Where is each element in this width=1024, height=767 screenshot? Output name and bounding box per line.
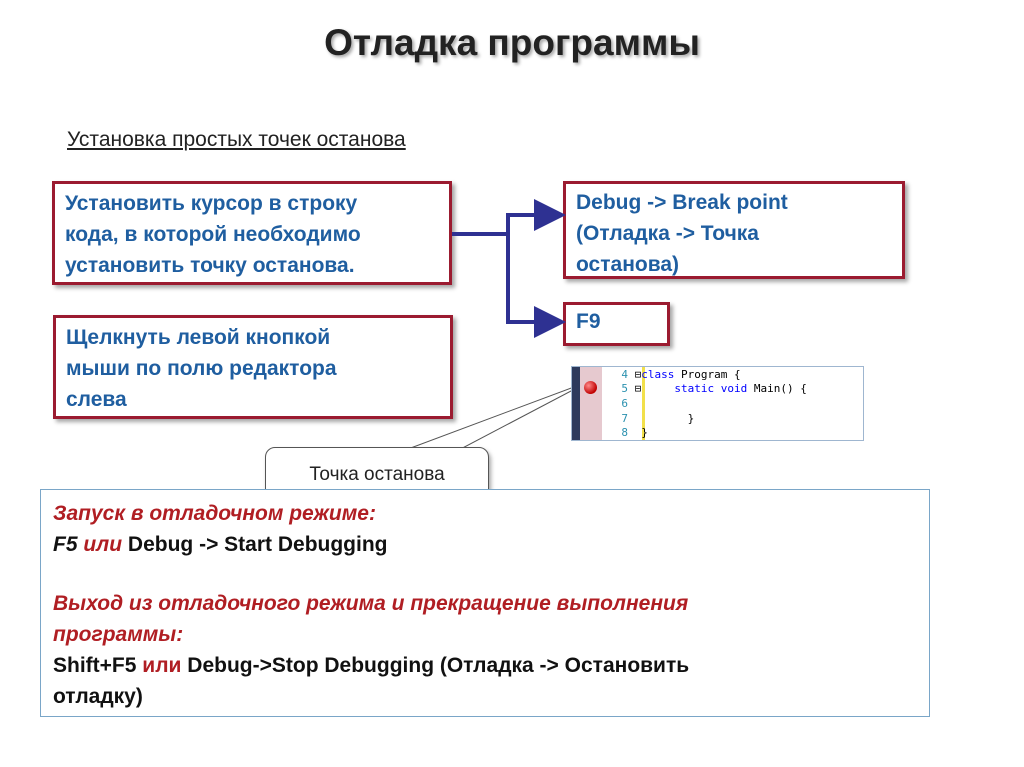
run-debug-section: Запуск в отладочном режиме: F5 или Debug… xyxy=(40,489,930,717)
start-menu: Debug -> Start Debugging xyxy=(127,533,388,556)
set-cursor-box: Установить курсор в строку кода, в котор… xyxy=(52,181,452,285)
debug-menu-line: Debug -> Break point xyxy=(576,191,788,214)
section-subtitle: Установка простых точек останова xyxy=(67,128,406,151)
click-margin-box: Щелкнуть левой кнопкой мыши по полю реда… xyxy=(53,315,453,419)
code-keyword: static void xyxy=(674,382,748,395)
code-line: 8 } xyxy=(602,425,648,440)
stop-key: Shift+F5 xyxy=(53,654,137,677)
breakpoint-margin[interactable] xyxy=(580,367,602,440)
stop-menu: Debug->Stop Debugging (Отладка -> Остано… xyxy=(187,654,690,677)
arrow-to-debug-menu xyxy=(452,199,566,236)
line-number: 8 xyxy=(621,426,628,439)
f9-key-label: F9 xyxy=(576,310,601,333)
click-margin-line: слева xyxy=(66,388,127,411)
debug-menu-line: останова) xyxy=(576,253,680,276)
stop-debug-heading-cont: программы: xyxy=(53,623,184,646)
code-keyword: class xyxy=(641,368,675,381)
breakpoint-icon xyxy=(584,381,597,394)
click-margin-line: мыши по полю редактора xyxy=(66,357,337,380)
set-cursor-line: кода, в которой необходимо xyxy=(65,223,361,246)
code-text: Main() { xyxy=(747,382,807,395)
f9-key-box: F9 xyxy=(563,302,670,346)
code-line: 6 xyxy=(602,396,628,412)
code-editor-snippet: 4 ⊟class Program { 5 ⊟ static void Main(… xyxy=(571,366,864,441)
line-number: 6 xyxy=(621,397,628,410)
editor-gutter xyxy=(572,367,580,440)
click-margin-line: Щелкнуть левой кнопкой xyxy=(66,326,331,349)
code-text: Program { xyxy=(674,368,741,381)
stop-menu-cont: отладку) xyxy=(53,685,143,708)
stop-debug-line: Shift+F5 или Debug->Stop Debugging (Отла… xyxy=(53,650,917,681)
code-line: 4 ⊟class Program { xyxy=(602,367,741,383)
change-marker-bar xyxy=(642,367,645,440)
start-debug-line: F5 или Debug -> Start Debugging xyxy=(53,529,917,560)
set-cursor-line: установить точку останова. xyxy=(65,254,355,277)
start-debug-heading: Запуск в отладочном режиме: xyxy=(53,502,376,525)
code-line: 7 } xyxy=(602,411,694,427)
debug-menu-line: (Отладка -> Точка xyxy=(576,222,759,245)
arrow-to-f9 xyxy=(506,234,566,338)
code-text: } xyxy=(687,412,695,425)
debug-menu-box: Debug -> Break point (Отладка -> Точка о… xyxy=(563,181,905,279)
line-number: 7 xyxy=(621,412,628,425)
collapse-icon[interactable]: ⊟ xyxy=(634,382,642,395)
code-line: 5 ⊟ static void Main() { xyxy=(602,381,807,397)
start-key: F5 xyxy=(53,533,78,556)
line-number: 4 xyxy=(621,368,628,381)
set-cursor-line: Установить курсор в строку xyxy=(65,192,358,215)
collapse-icon[interactable]: ⊟ xyxy=(634,368,642,381)
page-title: Отладка программы xyxy=(324,22,700,63)
code-text: } xyxy=(641,426,648,439)
start-or: или xyxy=(83,533,123,556)
stop-or: или xyxy=(142,654,182,677)
line-number: 5 xyxy=(621,382,628,395)
stop-debug-heading: Выход из отладочного режима и прекращени… xyxy=(53,592,689,615)
callout-pointer xyxy=(399,380,591,453)
